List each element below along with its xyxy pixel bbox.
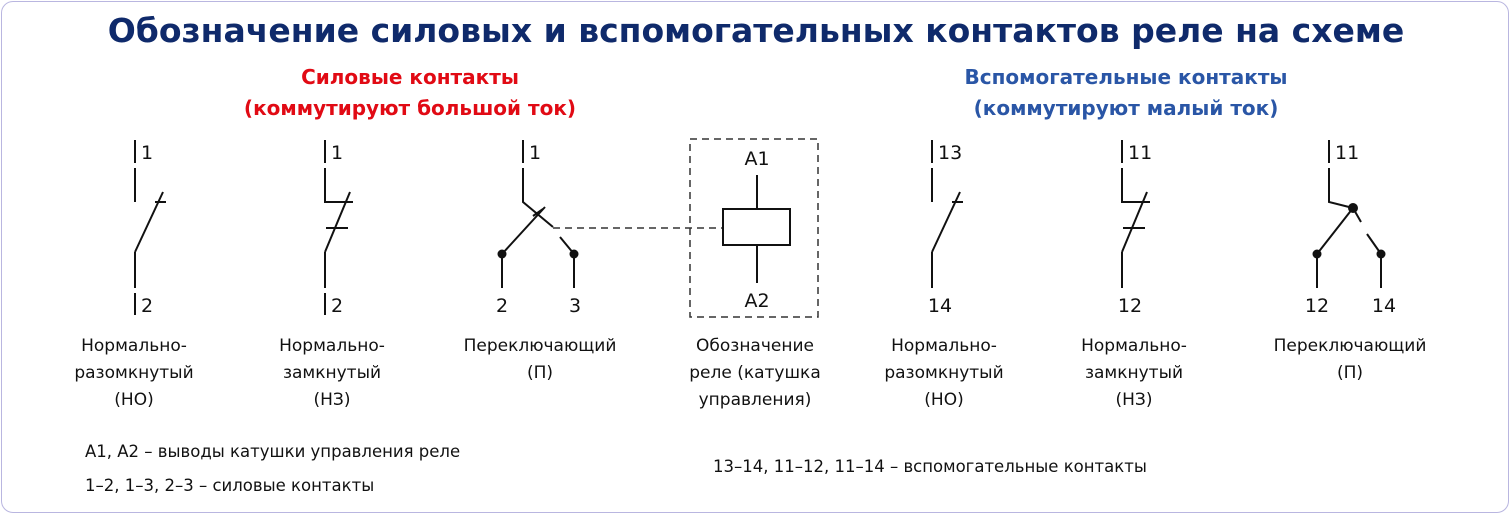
aux-no-bottom-label: 14 bbox=[928, 295, 952, 317]
coil-caption: реле (катушка bbox=[689, 363, 821, 383]
aux-no-caption: разомкнутый bbox=[884, 363, 1003, 383]
power-co-caption: Переключающий bbox=[464, 336, 617, 356]
coil-caption: Обозначение bbox=[696, 336, 814, 356]
power-co-top-label: 1 bbox=[529, 142, 541, 164]
power-no-bottom-label: 2 bbox=[141, 295, 153, 317]
power-no-contact-symbol bbox=[134, 140, 166, 315]
note-coil-terminals: A1, A2 – выводы катушки управления реле bbox=[85, 442, 460, 461]
power-heading-line1: Силовые контакты bbox=[301, 65, 519, 89]
power-nc-bottom-label: 2 bbox=[331, 295, 343, 317]
aux-changeover-contact-symbol bbox=[1312, 140, 1386, 288]
aux-nc-caption: (НЗ) bbox=[1116, 390, 1153, 410]
power-no-caption: разомкнутый bbox=[74, 363, 193, 383]
power-nc-caption: Нормально- bbox=[279, 336, 385, 356]
aux-nc-contact-symbol bbox=[1121, 140, 1150, 288]
aux-co-right-label: 14 bbox=[1372, 295, 1396, 317]
power-no-caption: Нормально- bbox=[81, 336, 187, 356]
aux-nc-top-label: 11 bbox=[1128, 142, 1152, 164]
aux-no-top-label: 13 bbox=[938, 142, 962, 164]
coil-a1-label: A1 bbox=[744, 148, 769, 170]
coil-a2-label: A2 bbox=[744, 290, 769, 312]
aux-nc-caption: Нормально- bbox=[1081, 336, 1187, 356]
title: Обозначение силовых и вспомогательных ко… bbox=[108, 11, 1405, 50]
note-aux-contacts: 13–14, 11–12, 11–14 – вспомогательные ко… bbox=[713, 457, 1147, 476]
power-co-caption: (П) bbox=[527, 363, 553, 383]
aux-nc-bottom-label: 12 bbox=[1118, 295, 1142, 317]
note-power-contacts: 1–2, 1–3, 2–3 – силовые контакты bbox=[85, 476, 374, 495]
aux-nc-caption: замкнутый bbox=[1085, 363, 1183, 383]
aux-heading-line2: (коммутируют малый ток) bbox=[974, 96, 1279, 120]
aux-no-caption: (НО) bbox=[924, 390, 963, 410]
aux-co-caption: Переключающий bbox=[1274, 336, 1427, 356]
aux-co-caption: (П) bbox=[1337, 363, 1363, 383]
power-no-top-label: 1 bbox=[141, 142, 153, 164]
aux-co-top-label: 11 bbox=[1335, 142, 1359, 164]
aux-heading-line1: Вспомогательные контакты bbox=[964, 65, 1287, 89]
power-changeover-contact-symbol bbox=[497, 140, 579, 288]
power-nc-top-label: 1 bbox=[331, 142, 343, 164]
coil-caption: управления) bbox=[699, 390, 812, 410]
relay-coil-symbol bbox=[689, 138, 819, 318]
power-nc-caption: (НЗ) bbox=[314, 390, 351, 410]
aux-co-left-label: 12 bbox=[1305, 295, 1329, 317]
aux-no-contact-symbol bbox=[931, 140, 963, 288]
power-nc-caption: замкнутый bbox=[283, 363, 381, 383]
power-co-right-label: 3 bbox=[569, 295, 581, 317]
power-heading-line2: (коммутируют большой ток) bbox=[244, 96, 576, 120]
power-co-left-label: 2 bbox=[496, 295, 508, 317]
aux-no-caption: Нормально- bbox=[891, 336, 997, 356]
power-no-caption: (НО) bbox=[114, 390, 153, 410]
power-nc-contact-symbol bbox=[324, 140, 353, 315]
